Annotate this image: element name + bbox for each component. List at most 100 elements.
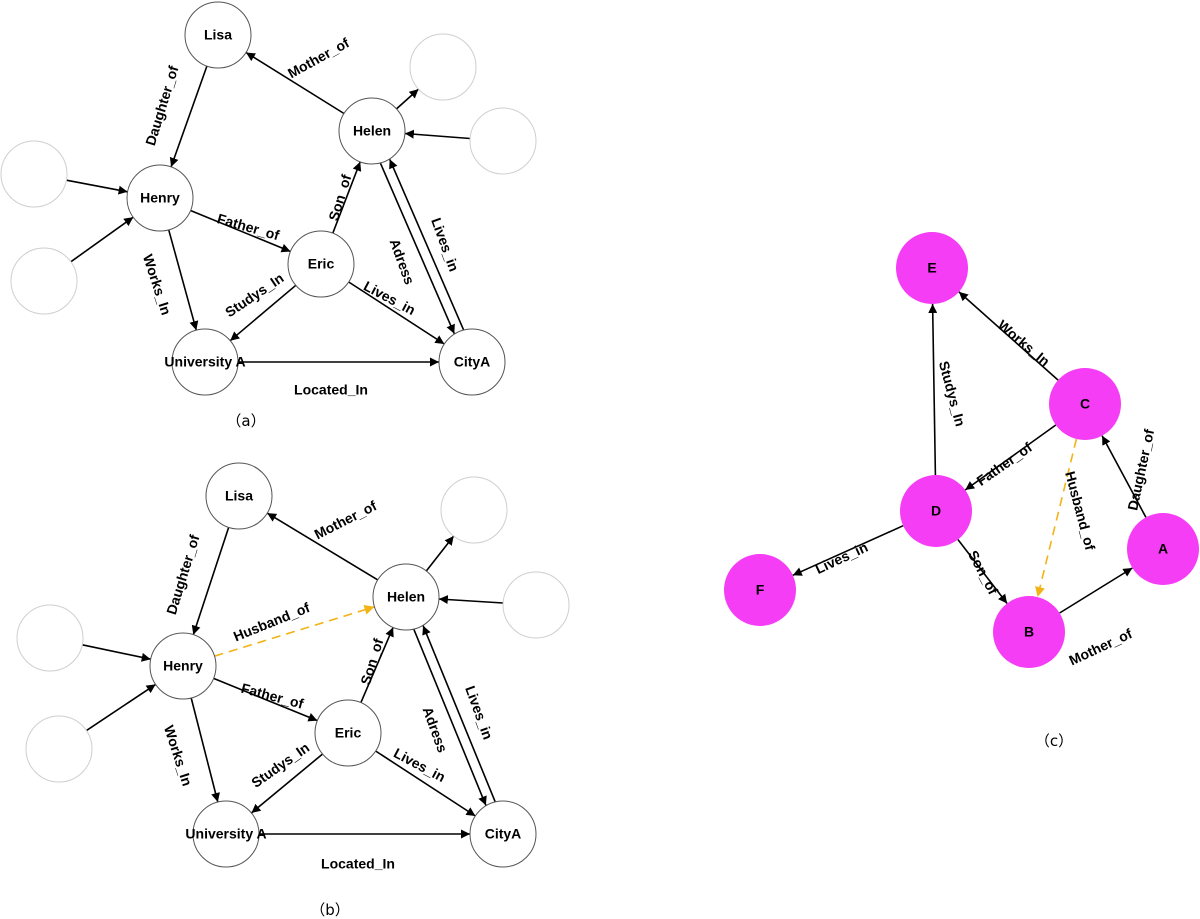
panel-b-node-label-henry: Henry — [163, 658, 203, 674]
panel-b-edge-e2-to-helen — [438, 595, 504, 605]
panel-b-edge-henry-to-eric-father-of — [213, 677, 318, 722]
panel-b-edge-helen-to-city-lives-in — [413, 629, 487, 806]
panel-b-edge-henry-to-univ-works-in — [190, 697, 220, 803]
caption-c: （c） — [1035, 732, 1073, 750]
panel-b-node-label-citya: CityA — [485, 826, 522, 842]
panel-c-edges — [792, 291, 1147, 614]
panel-c-edge-label-husband-of: Husband_of — [1062, 470, 1098, 553]
panel-a-edge-label-father-of: Father_of — [215, 210, 281, 243]
panel-c-edge-label-son-of: Son_of — [965, 548, 1002, 598]
panel-b-edge-label-father-of: Father_of — [239, 680, 305, 712]
panel-a-edge-e4-to-henry — [70, 216, 134, 263]
panel-a-edge-henry-to-eric-father-of — [190, 209, 291, 253]
panel-b-node-lisa — [205, 462, 273, 530]
panel-b-edge-eric-to-helen-son-of — [360, 627, 394, 703]
panel-c-node-label-f: F — [756, 582, 765, 598]
panel-a-edge-label-studys-in: Studys_In — [222, 270, 286, 321]
panel-a-edge-label-lives-in: Lives_in — [428, 215, 462, 273]
panel-b-edge-helen-to-e1 — [425, 535, 455, 572]
panel-a-node-label-helen: Helen — [353, 123, 391, 139]
panel-b-node-label-helen: Helen — [387, 589, 425, 605]
panel-c-node-c — [1049, 368, 1121, 440]
panel-b-edge-helen-to-lisa-mother-of — [266, 512, 379, 581]
panel-a-edge-helen-to-lisa-mother-of — [245, 51, 345, 115]
panel-a-edge-label-located-in: Located_In — [294, 382, 368, 398]
panel-a-edge-eric-to-univ-studys-in — [229, 284, 297, 342]
panel-a-node-label-henry: Henry — [140, 190, 180, 206]
panel-a-edge-helen-to-e1 — [395, 88, 420, 110]
panel-c-node-f — [724, 554, 796, 626]
panel-c-edge-label-daughter-of: Daughter_of — [1124, 427, 1157, 511]
panel-c-node-d — [900, 475, 972, 547]
panel-b-node-label-lisa: Lisa — [225, 488, 253, 504]
panel-c-edge-d-to-f-lives-in — [792, 524, 904, 577]
panel-b-node-e4 — [25, 715, 93, 783]
panel-a-node-e4 — [10, 247, 78, 315]
caption-b: （b） — [310, 901, 350, 919]
panel-a-edge-label-mother-of: Mother_of — [285, 34, 352, 81]
panel-c-edge-c-to-e-works-in — [958, 291, 1059, 381]
panel-b-edge-label-son-of: Son_of — [357, 636, 386, 686]
panel-a-node-citya — [438, 328, 506, 396]
panel-a-edge-lisa-to-henry-daughter-of — [169, 65, 208, 168]
panel-a-edge-label-adress: Adress — [387, 237, 418, 287]
panel-a-edge-label-son-of: Son_of — [325, 172, 354, 222]
panel-c-edge-label-lives-in: Lives_in — [813, 539, 871, 577]
panel-b-edge-label-mother-of: Mother_of — [312, 497, 380, 542]
panel-c-node-label-d: D — [931, 503, 941, 519]
panel-c-node-label-c: C — [1080, 396, 1090, 412]
panel-a-edges — [66, 51, 471, 367]
panel-a-edge-e3-to-henry — [66, 179, 128, 195]
panel-b-node-university-a — [192, 800, 260, 868]
panel-b-node-henry — [149, 632, 217, 700]
panel-c-edge-label-mother-of: Mother_of — [1066, 625, 1134, 668]
panel-c-node-e — [896, 232, 968, 304]
panel-a-node-label-eric: Eric — [308, 256, 335, 272]
panel-a-node-university-a — [171, 328, 239, 396]
panel-b-node-e3 — [16, 604, 84, 672]
panel-b-edge-eric-to-univ-studys-in — [250, 753, 324, 814]
panel-b-edge-henry-to-helen-husband-of — [214, 604, 375, 657]
panel-c-node-label-b: B — [1024, 624, 1034, 640]
panel-c-node-b — [993, 596, 1065, 668]
panel-a-node-label-lisa: Lisa — [204, 27, 232, 43]
caption-a: （a） — [226, 412, 265, 430]
panel-a-edge-city-to-helen-adress — [388, 158, 465, 331]
panel-a-edge-label-works-in: Works_In — [140, 252, 175, 317]
panel-c-node-label-e: E — [927, 260, 936, 276]
panel-a-node-label-citya: CityA — [454, 354, 491, 370]
panel-c-edge-label-father-of: Father_of — [974, 439, 1036, 489]
panel-b-edge-label-husband-of: Husband_of — [231, 599, 312, 644]
panel-b-node-e1 — [440, 476, 508, 544]
panel-a-edge-helen-to-city-lives-in — [379, 162, 456, 335]
panel-b-edge-eric-to-city-lives-in — [375, 750, 476, 817]
panel-b-node-e2 — [502, 571, 570, 639]
panel-c-edge-a-to-c-daughter-of — [1101, 435, 1147, 518]
panel-b-edge-e4-to-henry — [85, 683, 157, 732]
panel-a-edge-henry-to-univ-works-in — [167, 229, 199, 331]
panel-a-node-label-university-a: University A — [164, 354, 245, 370]
panel-b-edge-label-works-in: Works_In — [161, 723, 196, 788]
panel-a-node-e1 — [409, 33, 477, 101]
panel-b-edge-label-studys-in: Studys_In — [248, 739, 312, 790]
panel-b-node-label-eric: Eric — [335, 725, 362, 741]
panel-c-edge-c-to-b-husband-of — [1035, 438, 1078, 598]
panel-b-node-label-university-a: University A — [185, 826, 266, 842]
panel-a-node-lisa — [184, 1, 252, 69]
panel-a-edge-label-daughter-of: Daughter_of — [142, 64, 182, 148]
panel-c-node-a — [1127, 513, 1199, 585]
panel-a-node-henry — [126, 164, 194, 232]
panel-b-edge-lisa-to-henry-daughter-of — [191, 527, 230, 635]
panel-b-edge-e3-to-henry — [82, 644, 151, 662]
panel-b-node-citya — [469, 800, 537, 868]
panel-b-edge-label-adress: Adress — [420, 705, 451, 755]
panel-c-edge-label-works-in: Works_In — [995, 317, 1053, 370]
panel-a-node-e3 — [0, 140, 68, 208]
